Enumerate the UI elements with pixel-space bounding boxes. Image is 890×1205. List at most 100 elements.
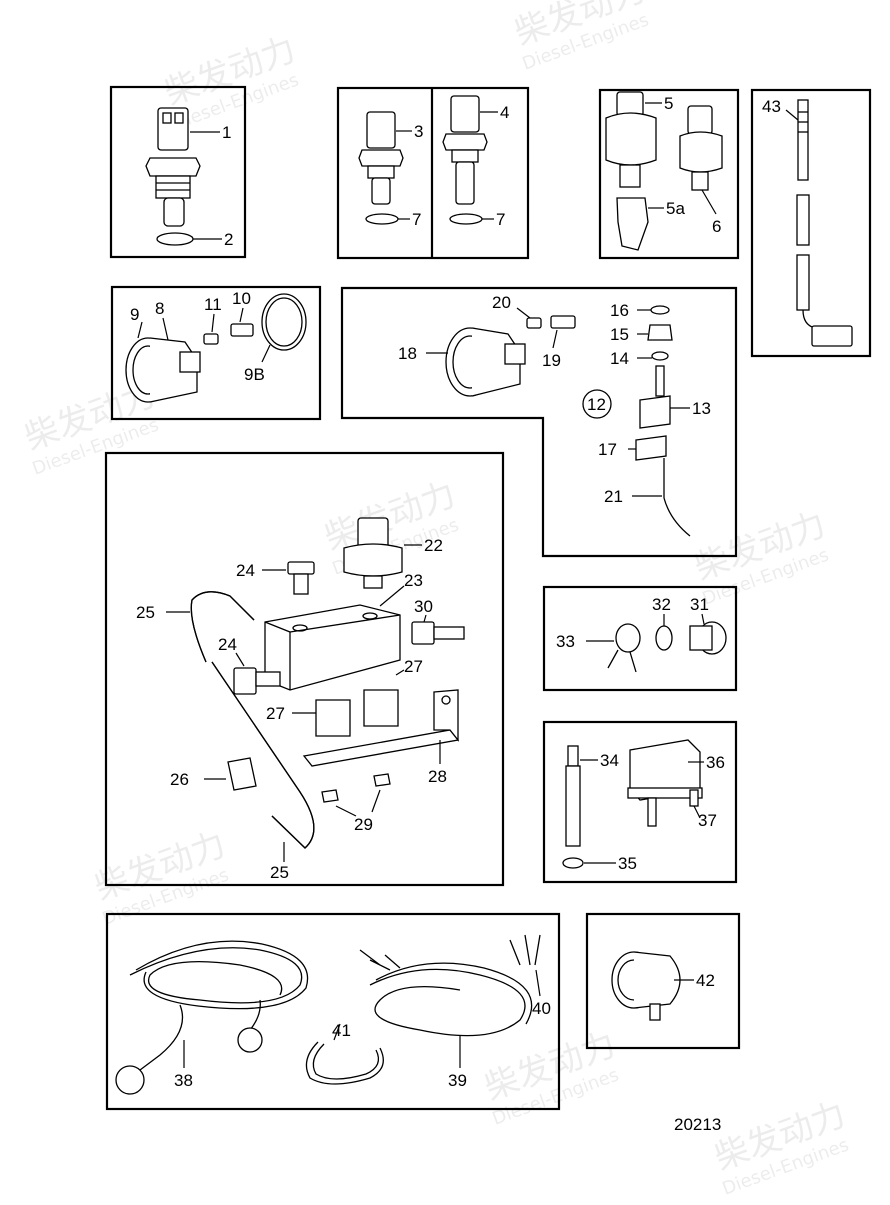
part-label: 24 [218,635,237,654]
part-label: 35 [618,854,637,873]
part-label: 28 [428,767,447,786]
part-label: 2 [224,230,233,249]
key-blade [607,649,637,673]
panel-frame [598,88,740,260]
pressure-sender-body [679,131,723,173]
part-label: 38 [174,1071,193,1090]
panel-frame [340,286,738,558]
sender-probe [371,177,391,205]
part-label: 31 [690,595,709,614]
part-label: 10 [232,289,251,308]
group-wiring-harness: 38 39 40 41 [105,912,561,1111]
part-label: 33 [556,632,575,651]
part-label: 26 [170,770,189,789]
switch-body [639,395,671,429]
nut [321,789,339,803]
switch-stem [655,365,665,397]
harness-plug [237,1027,263,1053]
part-label: 18 [398,344,417,363]
panel-frame [750,88,872,358]
part-label: 17 [598,440,617,459]
relay-base [627,787,703,799]
part-label: 7 [496,210,505,229]
part-label: 27 [266,704,285,723]
sender-probe [455,161,475,205]
horn-body [633,951,681,1009]
part-label: 42 [696,971,715,990]
sensor-cable [796,194,810,246]
part-label: 41 [332,1021,351,1040]
group-horn: 42 [585,912,741,1050]
panel-frame [542,720,738,884]
part-label: 6 [712,217,721,236]
part-label: 32 [652,595,671,614]
pressure-sender-body [343,543,403,577]
drawing-number: 20213 [674,1115,721,1134]
sender-connector [157,107,189,151]
part-label: 8 [155,299,164,318]
horn-bracket [649,1003,661,1021]
part-label: 3 [414,122,423,141]
nut [647,324,673,341]
part-label: 4 [500,103,509,122]
sender-thread [155,175,191,199]
panel-frame [110,285,322,421]
part-label: 16 [610,301,629,320]
group-key-switch: 33 32 31 [542,585,738,692]
damper [315,699,351,737]
sender-hex [145,157,201,177]
part-label: 25 [136,603,155,622]
part-label: 34 [600,751,619,770]
sender-hex [442,133,488,151]
harness-plug [115,1065,145,1095]
part-label: 43 [762,97,781,116]
panel-frame [109,85,247,259]
part-label: 39 [448,1071,467,1090]
key-nut [655,625,673,651]
hose [211,661,315,849]
part-label: 9 [130,305,139,324]
bulb-holder [230,323,254,337]
cable-tie [305,1041,384,1085]
gauge-ring [261,293,307,351]
harness-cable [129,947,303,1004]
part-label: 7 [412,210,421,229]
group-gauge-large: 18 20 19 16 15 14 13 12 17 21 [340,286,738,558]
connector-pin [162,112,172,124]
group-pressure-senders: 5 5a 6 [598,88,740,260]
o-ring [156,232,194,246]
harness-cable [369,968,526,1037]
nut [373,773,391,787]
part-label: 25 [270,863,289,882]
group-gauge-small: 9 8 11 10 9B [110,285,322,421]
washer [365,213,399,225]
group-sensor-block: 22 23 24 24 25 25 26 27 27 [104,451,505,887]
panel-frame [104,451,505,887]
part-label: 29 [354,815,373,834]
bulb [526,317,542,329]
elbow-fitting [616,197,649,251]
relay-terminal [689,789,699,807]
watermark-layer: 柴发动力 Diesel-Engines 柴发动力 Diesel-Engines … [19,0,851,1200]
part-label: 15 [610,325,629,344]
part-label: 36 [706,753,725,772]
bolt-head [411,621,435,645]
sender-connector [687,105,713,135]
part-label: 30 [414,597,433,616]
sender-probe [163,197,185,227]
panel-frame [105,912,561,1111]
part-label: 1 [222,123,231,142]
washer [562,857,584,869]
elbow-fitting [227,757,257,791]
part-label: 20 [492,293,511,312]
glow-plug-tip [567,745,579,767]
group-speed-sensor: 43 [750,88,872,358]
part-label: 19 [542,351,561,370]
washer [650,305,670,315]
pressure-sender-body [605,112,657,166]
bolt-head [287,561,315,575]
group-temp-sender: 1 2 [109,85,247,259]
panel-frame [585,912,741,1050]
part-label: 37 [698,811,717,830]
